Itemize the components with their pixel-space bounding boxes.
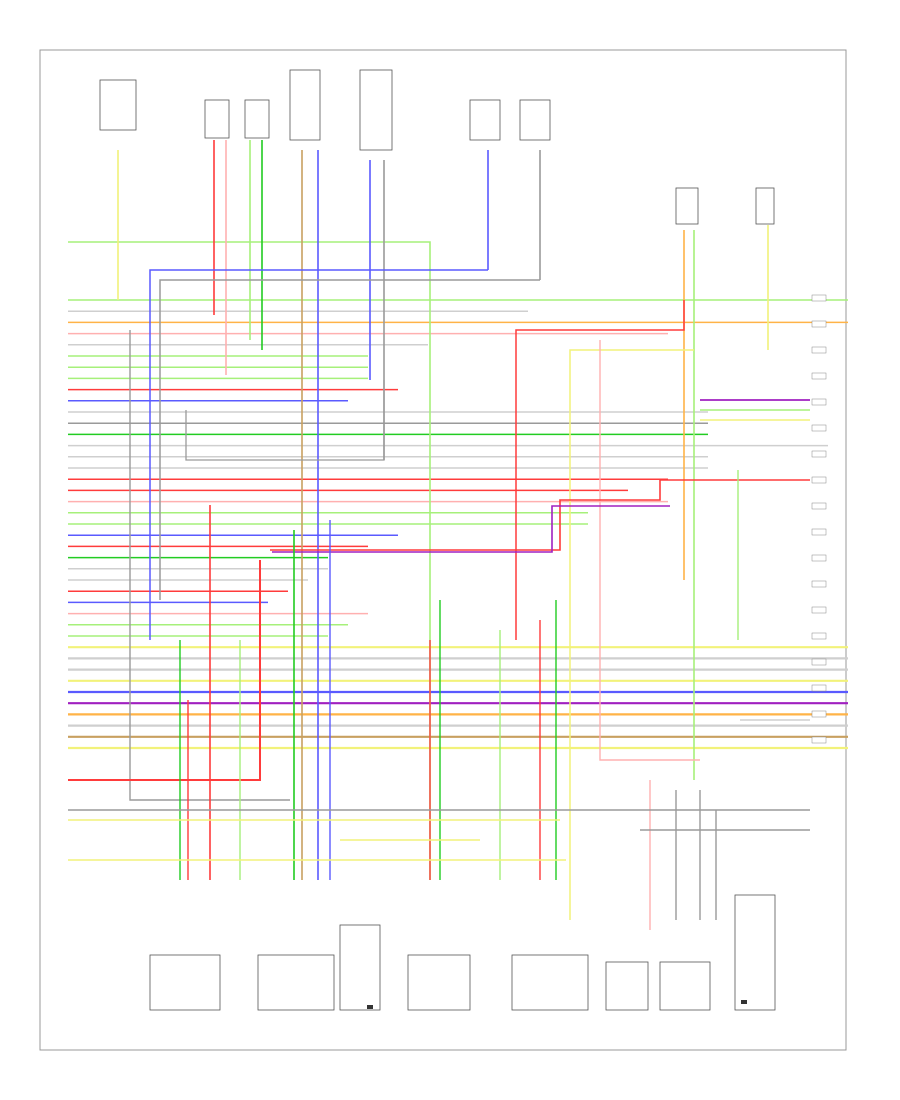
route-gray-a [159, 279, 540, 600]
top-component-3 [244, 99, 270, 139]
right-pin-17 [811, 710, 827, 718]
route-red-a [515, 300, 685, 640]
right-pin-3 [811, 346, 827, 354]
route-red-c [270, 479, 810, 551]
ground-icon [741, 1000, 747, 1004]
component-layer [99, 69, 827, 1011]
bottom-component-1 [149, 954, 221, 1011]
right-pin-16 [811, 684, 827, 692]
bottom-component-8 [734, 894, 776, 1011]
right-pin-6 [811, 424, 827, 432]
bottom-component-5 [511, 954, 589, 1011]
top-component-5 [359, 69, 393, 151]
top-component-9 [755, 187, 775, 225]
wire-top-green [68, 241, 431, 880]
right-pin-10 [811, 528, 827, 536]
route-blue-a [149, 269, 488, 640]
right-pin-4 [811, 372, 827, 380]
top-component-2 [204, 99, 230, 139]
right-pin-11 [811, 554, 827, 562]
bottom-component-6 [605, 961, 649, 1011]
top-component-4 [289, 69, 321, 141]
diagram-frame [39, 49, 847, 1051]
top-component-7 [519, 99, 551, 141]
right-pin-9 [811, 502, 827, 510]
right-pin-2 [811, 320, 827, 328]
route-yellow-a [569, 349, 694, 920]
right-pin-18 [811, 736, 827, 744]
top-component-1 [99, 79, 137, 131]
right-pin-14 [811, 632, 827, 640]
top-component-8 [675, 187, 699, 225]
route-red-b [68, 560, 261, 781]
right-pin-13 [811, 606, 827, 614]
right-pin-7 [811, 450, 827, 458]
route-pink-a [599, 340, 700, 761]
ground-icon [367, 1005, 373, 1009]
bottom-component-2 [257, 954, 335, 1011]
route-purple-a [272, 505, 670, 553]
wire-layer [68, 140, 848, 930]
right-pin-5 [811, 398, 827, 406]
bottom-component-3 [339, 924, 381, 1011]
right-pin-15 [811, 658, 827, 666]
right-pin-8 [811, 476, 827, 484]
bottom-component-7 [659, 961, 711, 1011]
right-pin-1 [811, 294, 827, 302]
route-gray-c [129, 330, 290, 801]
right-pin-12 [811, 580, 827, 588]
top-component-6 [469, 99, 501, 141]
route-gray-b [185, 380, 385, 461]
bottom-component-4 [407, 954, 471, 1011]
